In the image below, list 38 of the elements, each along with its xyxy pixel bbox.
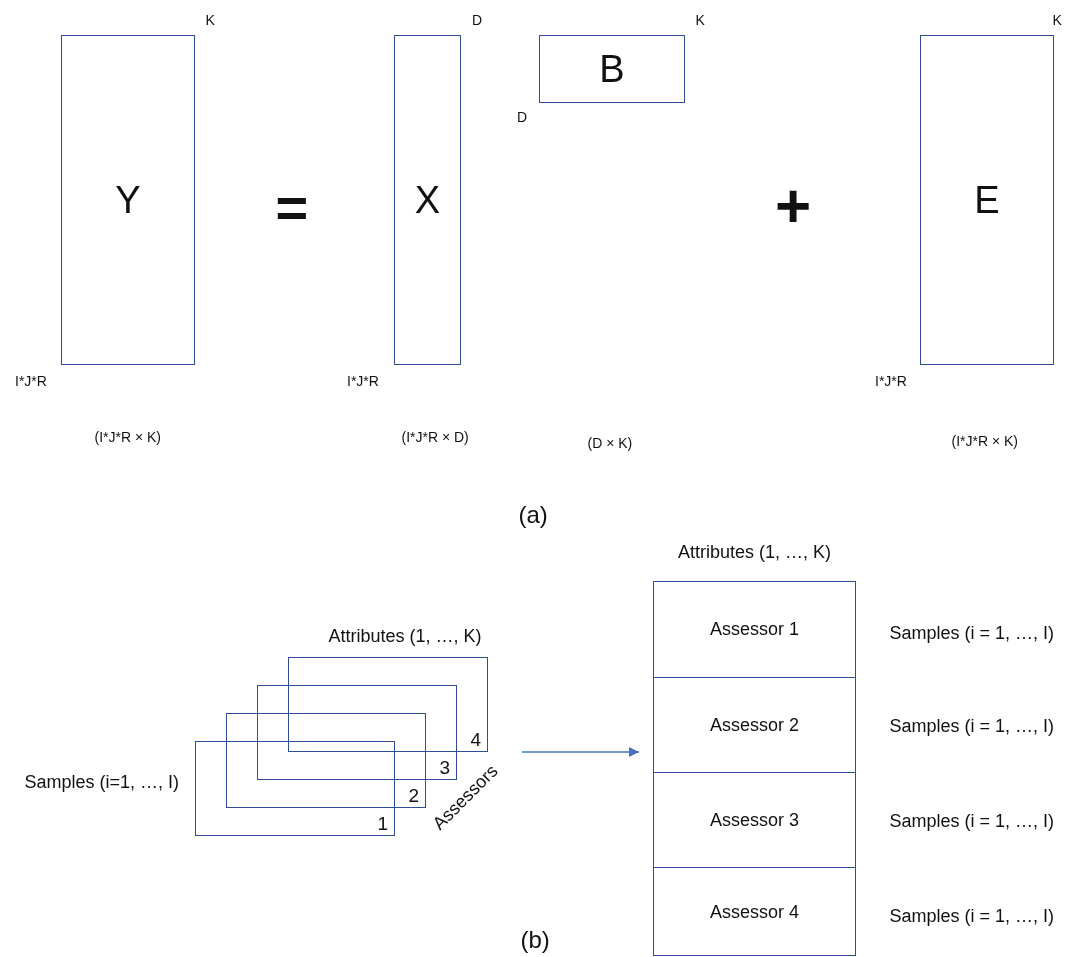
dimension-label: K [205,12,215,28]
matrix-row: Assessor 2 [654,677,855,772]
dimension-label: K [695,12,705,28]
panel-label: (a) [518,501,548,529]
equals-sign: = [275,174,309,240]
dimension-label: D [472,12,483,28]
dimension-caption: (I*J*R × K) [94,429,161,445]
dimension-caption: (I*J*R × K) [951,433,1018,449]
dimension-caption: (D × K) [587,435,633,451]
dimension-label: I*J*R [875,373,907,389]
matrix-slice [195,741,395,836]
dimension-label: I*J*R [15,373,47,389]
matrix-row: Assessor 3 [654,772,855,867]
plus-sign: + [775,169,812,241]
matrix-box: E [920,35,1054,365]
row-caption: Samples (i = 1, …, I) [889,715,1055,737]
row-caption: Samples (i = 1, …, I) [889,905,1055,927]
axis-label: Attributes (1, …, K) [328,625,482,647]
column-heading: Attributes (1, …, K) [678,542,832,563]
matrix-box: Y [61,35,195,365]
slice-number: 2 [408,785,419,807]
dimension-label: K [1052,12,1062,28]
matrix-row: Assessor 4 [654,867,855,957]
dimension-label: D [517,109,528,125]
panel-label: (b) [520,926,550,954]
row-caption: Samples (i = 1, …, I) [889,622,1055,644]
matrix-box: X [394,35,461,365]
matrix-row: Assessor 1 [654,582,855,677]
dimension-caption: (I*J*R × D) [401,429,469,445]
matrix-slice [226,713,426,808]
matrix-box: B [539,35,685,103]
slice-number: 1 [377,813,388,835]
row-caption: Samples (i = 1, …, I) [889,810,1055,832]
slice-number: 4 [470,729,481,751]
matrix-slice [288,657,488,752]
axis-label: Samples (i=1, …, I) [24,771,180,793]
arrow [521,746,640,758]
dimension-label: I*J*R [347,373,379,389]
